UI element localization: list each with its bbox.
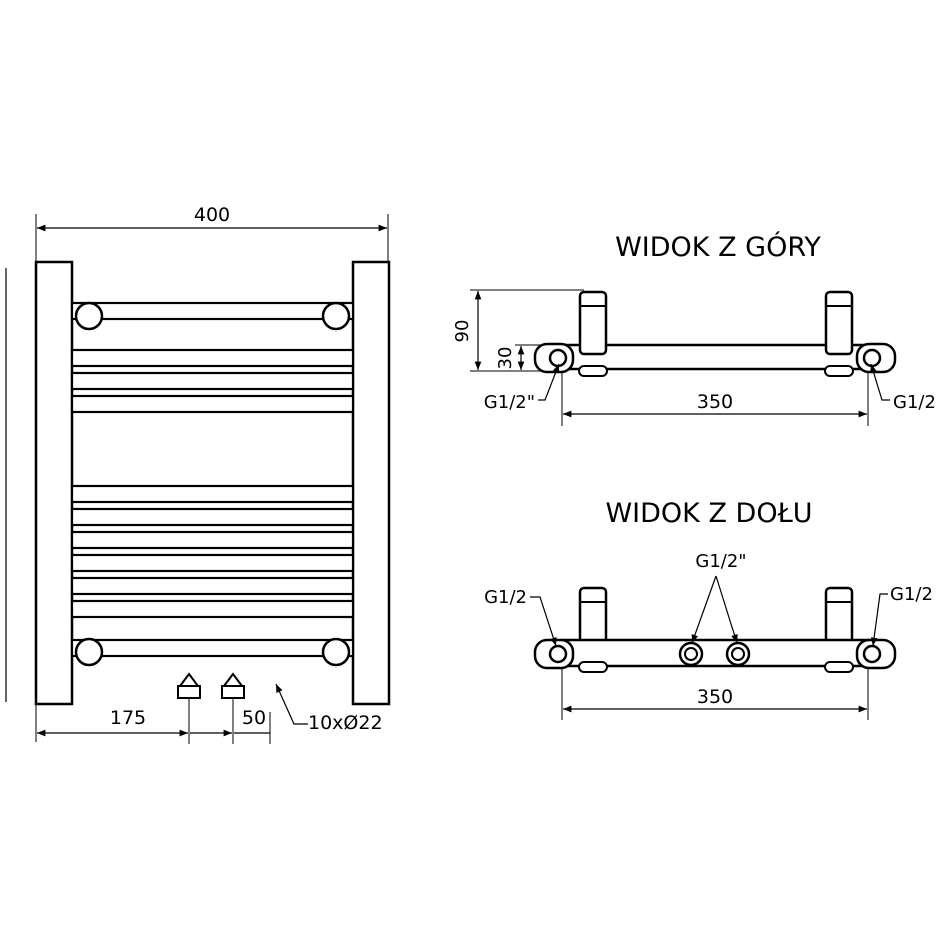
right-column bbox=[351, 260, 391, 706]
tubes-label: 10xØ22 bbox=[308, 712, 383, 734]
top-view-body bbox=[560, 343, 870, 371]
top-post-left bbox=[578, 290, 608, 356]
front-view: 400 175 50 10xØ22 bbox=[5, 204, 391, 744]
valve-left bbox=[177, 672, 201, 699]
heating-tube bbox=[70, 599, 355, 619]
top-view-title: WIDOK Z GÓRY bbox=[615, 231, 821, 263]
bottom-base-right bbox=[824, 661, 854, 673]
bottom-view: WIDOK Z DOŁU G1/2" G1/2 G1/2 350 bbox=[484, 498, 933, 720]
heating-tube bbox=[70, 484, 355, 504]
heating-tube bbox=[70, 530, 355, 550]
top-connector-right bbox=[862, 348, 882, 368]
bottom-base-left bbox=[578, 661, 608, 673]
bottom-right-conn-label: G1/2 bbox=[890, 584, 933, 605]
heating-tube bbox=[70, 507, 355, 527]
top-right-conn-label: G1/2 bbox=[893, 392, 936, 413]
top-view: WIDOK Z GÓRY 90 30 350 G1/2" G1/2 bbox=[452, 231, 936, 426]
heating-tube bbox=[70, 371, 355, 391]
top-left-conn-label: G1/2" bbox=[484, 392, 535, 413]
bottom-connector-left bbox=[548, 644, 568, 664]
heating-tube bbox=[70, 348, 355, 368]
bracket-top-right bbox=[321, 301, 351, 331]
top-connector-left bbox=[548, 348, 568, 368]
bottom-right-leader bbox=[870, 593, 888, 647]
bottom-mid-leader-2 bbox=[715, 575, 738, 644]
top-span-label: 350 bbox=[697, 391, 733, 413]
depth-label: 90 bbox=[452, 320, 473, 343]
bottom-mid-conn-label: G1/2" bbox=[695, 551, 746, 572]
heating-tube bbox=[70, 576, 355, 596]
bottom-left-conn-label: G1/2 bbox=[484, 587, 527, 608]
bracket-bottom-right bbox=[321, 637, 351, 667]
width-label: 400 bbox=[194, 204, 230, 226]
spacing-label: 50 bbox=[242, 707, 266, 729]
left-column bbox=[34, 260, 74, 706]
bottom-view-title: WIDOK Z DOŁU bbox=[605, 498, 812, 529]
heating-tube bbox=[70, 553, 355, 573]
heating-tube bbox=[70, 394, 355, 414]
bottom-left-leader bbox=[530, 596, 557, 647]
heating-tubes bbox=[70, 301, 355, 658]
bracket-bottom-left bbox=[74, 637, 104, 667]
bottom-mid-leader-1 bbox=[691, 575, 717, 644]
top-base-left bbox=[578, 365, 608, 377]
heating-tube bbox=[70, 301, 355, 321]
bottom-view-body bbox=[560, 638, 870, 668]
top-base-right bbox=[824, 365, 854, 377]
bottom-connector-right bbox=[862, 644, 882, 664]
bracket-top-left bbox=[74, 301, 104, 331]
bottom-span-label: 350 bbox=[697, 686, 733, 708]
offset-label: 175 bbox=[110, 707, 146, 729]
top-left-leader bbox=[538, 363, 560, 401]
tubes-leader bbox=[275, 683, 308, 725]
top-post-right bbox=[824, 290, 854, 356]
heating-tube bbox=[70, 638, 355, 658]
valve-right bbox=[221, 672, 245, 699]
top-right-leader bbox=[870, 363, 890, 401]
offset-label-top: 30 bbox=[495, 347, 516, 370]
